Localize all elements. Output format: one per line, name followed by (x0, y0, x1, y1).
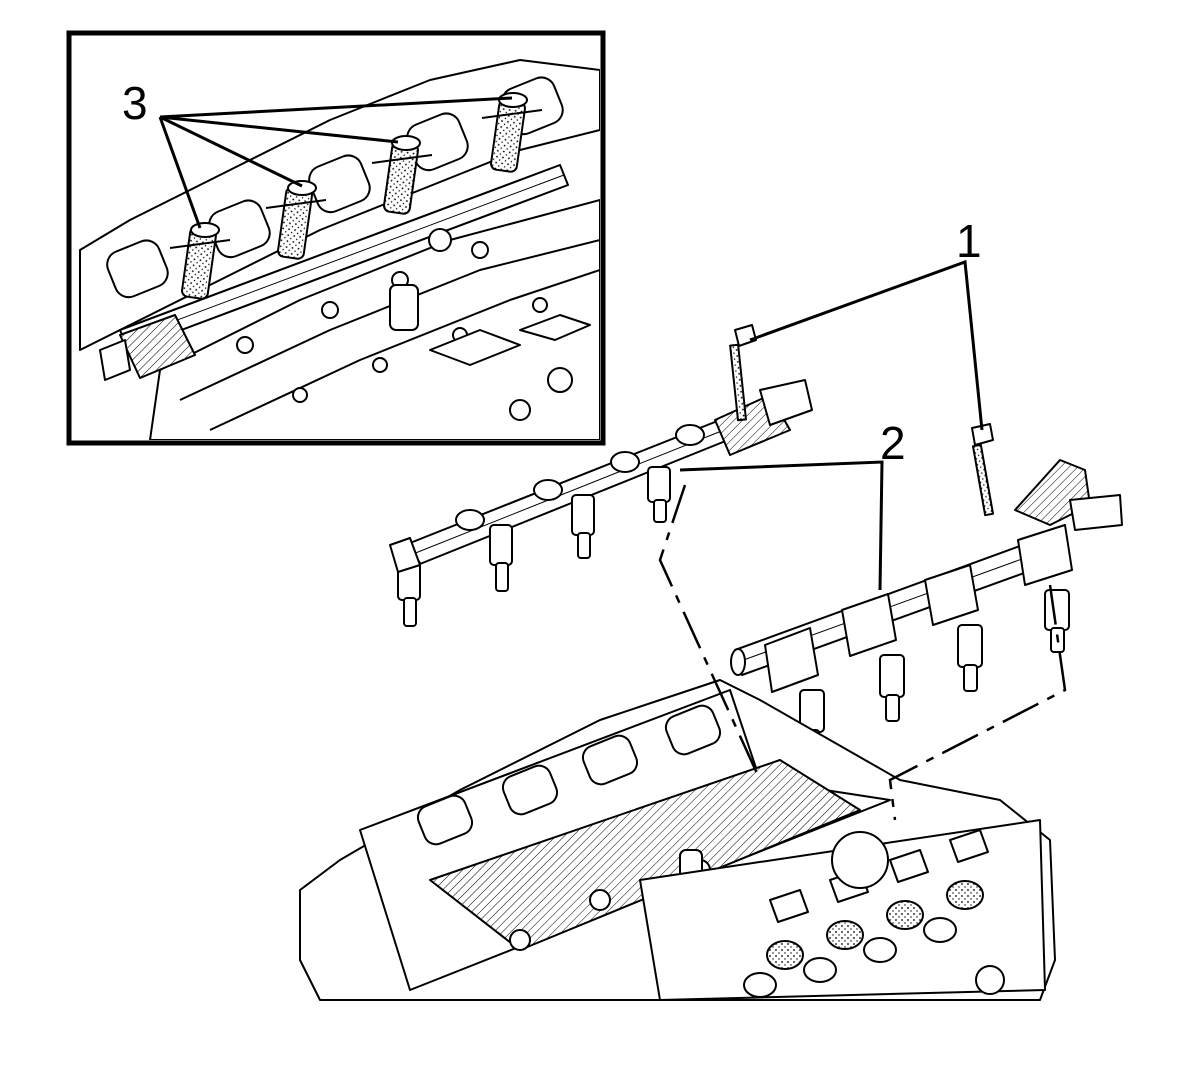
callout-label-3: 3 (122, 77, 148, 129)
leader-lines-1 (749, 259, 984, 431)
inset-detail (66, 30, 606, 446)
callout-label-2: 2 (880, 417, 906, 469)
cylinder-head (299, 679, 1056, 1001)
injectors-left-rail (397, 424, 705, 627)
inset-connector (119, 314, 196, 379)
injectors-right-rail (764, 524, 1073, 757)
callout-label-1: 1 (956, 215, 982, 267)
rail-bolt-right (971, 423, 995, 517)
fuel-rail-right (730, 423, 1123, 757)
inset-injector-tools (169, 92, 543, 300)
fuel-rail-left (389, 324, 813, 627)
alignment-lines (658, 484, 1067, 821)
valve-springs (743, 880, 984, 998)
leader-lines-3 (158, 96, 513, 229)
rocker-arms (769, 829, 989, 923)
leader-lines-2 (679, 460, 884, 591)
head-intake-ports (416, 704, 722, 846)
